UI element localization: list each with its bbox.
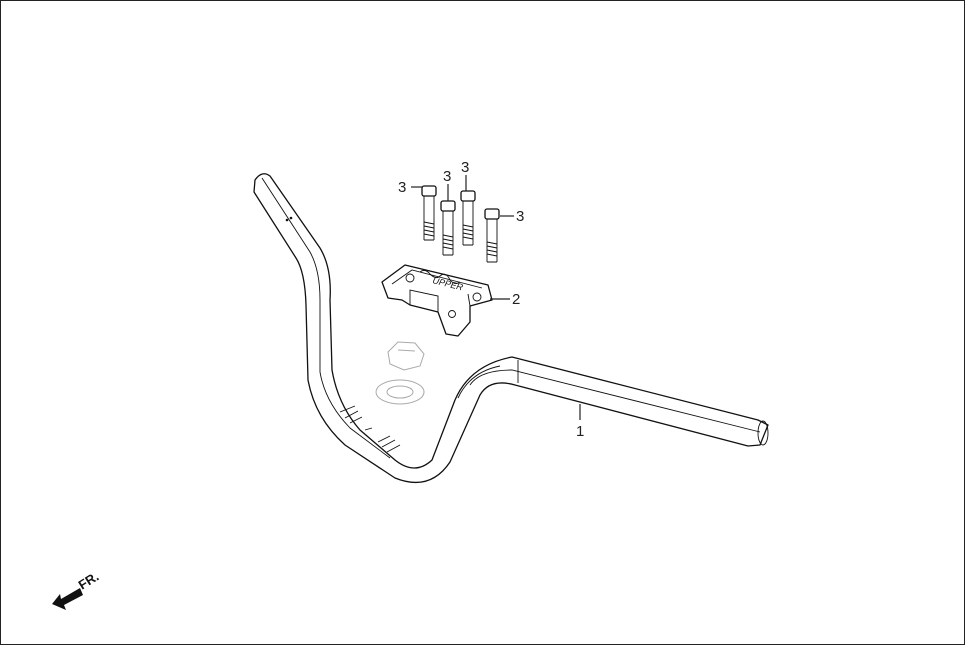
callout-2: 2 — [490, 291, 520, 308]
handlebar-upper-clamp: UPPER — [381, 264, 493, 337]
callout-3c-label: 3 — [461, 159, 469, 176]
ghost-washer — [375, 379, 425, 405]
bolt-3 — [460, 190, 476, 246]
handlebar — [253, 173, 769, 484]
bolt-1 — [421, 185, 437, 241]
arrow-left-down-icon — [52, 588, 83, 610]
callout-3c: 3 — [461, 159, 469, 191]
bolt-4 — [484, 208, 500, 263]
ghost-nut — [387, 341, 425, 371]
callout-3a-label: 3 — [398, 179, 406, 196]
bolt-2 — [440, 200, 456, 256]
callout-1-label: 1 — [576, 423, 584, 440]
callout-3a: 3 — [398, 179, 423, 196]
callout-3b: 3 — [443, 168, 451, 201]
callout-1: 1 — [576, 404, 584, 440]
front-direction-arrow: FR. — [52, 569, 101, 610]
callout-3d: 3 — [500, 208, 524, 225]
callout-3b-label: 3 — [443, 168, 451, 185]
callout-2-label: 2 — [512, 291, 520, 308]
callout-3d-label: 3 — [516, 208, 524, 225]
